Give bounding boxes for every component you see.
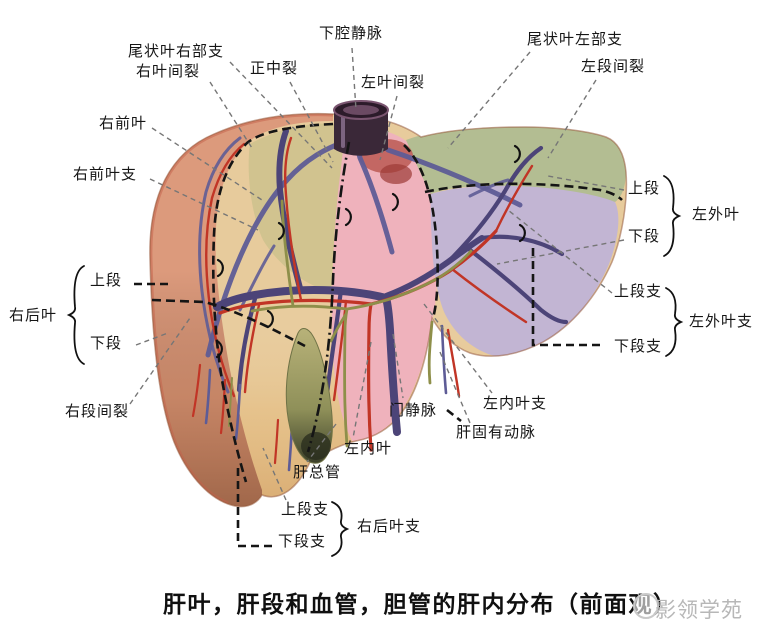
heavy-dashed-connectors xyxy=(134,243,600,548)
label-rp-lower-segment: 下段 xyxy=(90,335,123,352)
gallbladder-fundus xyxy=(301,432,331,460)
label-common-hepatic-duct: 肝总管 xyxy=(293,464,342,481)
figure-caption: 肝叶，肝段和血管，胆管的肝内分布（前面观） xyxy=(163,591,678,617)
label-right-anterior-lobe-branch: 右前叶支 xyxy=(73,166,138,183)
label-rp-upper-segment-branch: 上段支 xyxy=(281,501,330,518)
portal-vein-trunk xyxy=(213,285,401,436)
gallbladder xyxy=(285,328,333,464)
dangler-ducts xyxy=(228,377,233,427)
label-right-interlobar-fissure: 右叶间裂 xyxy=(136,63,201,80)
label-rp-lower-segment-branch: 下段支 xyxy=(278,533,327,550)
leader-lines xyxy=(129,47,625,501)
label-right-posterior-lobe-branch: 右后叶支 xyxy=(357,518,422,535)
label-right-anterior-lobe: 右前叶 xyxy=(99,115,148,132)
bile-duct-tree xyxy=(250,199,473,448)
brace-left-lateral-lobe xyxy=(663,175,682,257)
dangler-veins xyxy=(204,324,448,472)
liver-outline xyxy=(149,112,628,508)
bile-duct-branches xyxy=(250,199,473,448)
left-medial-lobe-region xyxy=(331,128,438,441)
label-median-fissure: 正中裂 xyxy=(250,60,299,77)
label-right-intersegmental-fissure: 右段间裂 xyxy=(65,403,130,420)
ivc-lumen xyxy=(343,105,379,115)
inferior-vena-cava xyxy=(333,100,389,156)
segment-hook-marks xyxy=(215,144,526,359)
left-lateral-upper-region xyxy=(406,126,627,202)
left-lateral-lower-region xyxy=(430,185,619,358)
label-left-interlobar-fissure: 左叶间裂 xyxy=(361,74,426,91)
hepatic-vein-twigs xyxy=(198,136,510,394)
watermark-logo xyxy=(633,593,659,619)
label-ll-lower-segment: 下段 xyxy=(628,228,661,245)
label-caudate-lobe-right-branch: 尾状叶右部支 xyxy=(128,43,225,60)
label-ll-upper-segment: 上段 xyxy=(628,180,661,197)
label-left-medial-lobe-branch: 左内叶支 xyxy=(483,395,548,412)
label-portal-vein: 门静脉 xyxy=(389,402,438,419)
liver-regions xyxy=(149,113,627,507)
brace-right-posterior-lobe xyxy=(66,265,85,365)
vessel-danglers xyxy=(191,324,448,472)
right-posterior-lobe-shading xyxy=(149,113,333,507)
brace-left-lateral-lobe-branch xyxy=(665,287,684,357)
watermark-text: 影领学苑 xyxy=(655,599,743,622)
label-proper-hepatic-artery: 肝固有动脉 xyxy=(456,424,537,441)
portal-vein-branches xyxy=(213,128,569,436)
dangler-arteries xyxy=(191,363,280,465)
median-fissure-line xyxy=(306,141,351,453)
label-rp-upper-segment: 上段 xyxy=(90,272,123,289)
braces xyxy=(66,175,684,557)
label-left-lateral-lobe-branch: 左外叶支 xyxy=(689,313,754,330)
label-ll-upper-segment-branch: 上段支 xyxy=(614,283,663,300)
portal-vein-segmental xyxy=(236,145,569,397)
label-inferior-vena-cava: 下腔静脉 xyxy=(319,25,384,42)
label-right-posterior-lobe: 右后叶 xyxy=(9,307,58,324)
porta-cut-surface-dark xyxy=(380,164,412,184)
label-ll-lower-segment-branch: 下段支 xyxy=(614,338,663,355)
label-left-medial-lobe: 左内叶 xyxy=(344,440,393,457)
hepatic-artery-segmental xyxy=(205,136,534,402)
brace-right-posterior-lobe-branch xyxy=(331,501,350,557)
label-left-lateral-lobe: 左外叶 xyxy=(692,206,741,223)
label-caudate-lobe-left-branch: 尾状叶左部支 xyxy=(527,31,624,48)
label-left-intersegmental-fissure: 左段间裂 xyxy=(581,58,646,75)
